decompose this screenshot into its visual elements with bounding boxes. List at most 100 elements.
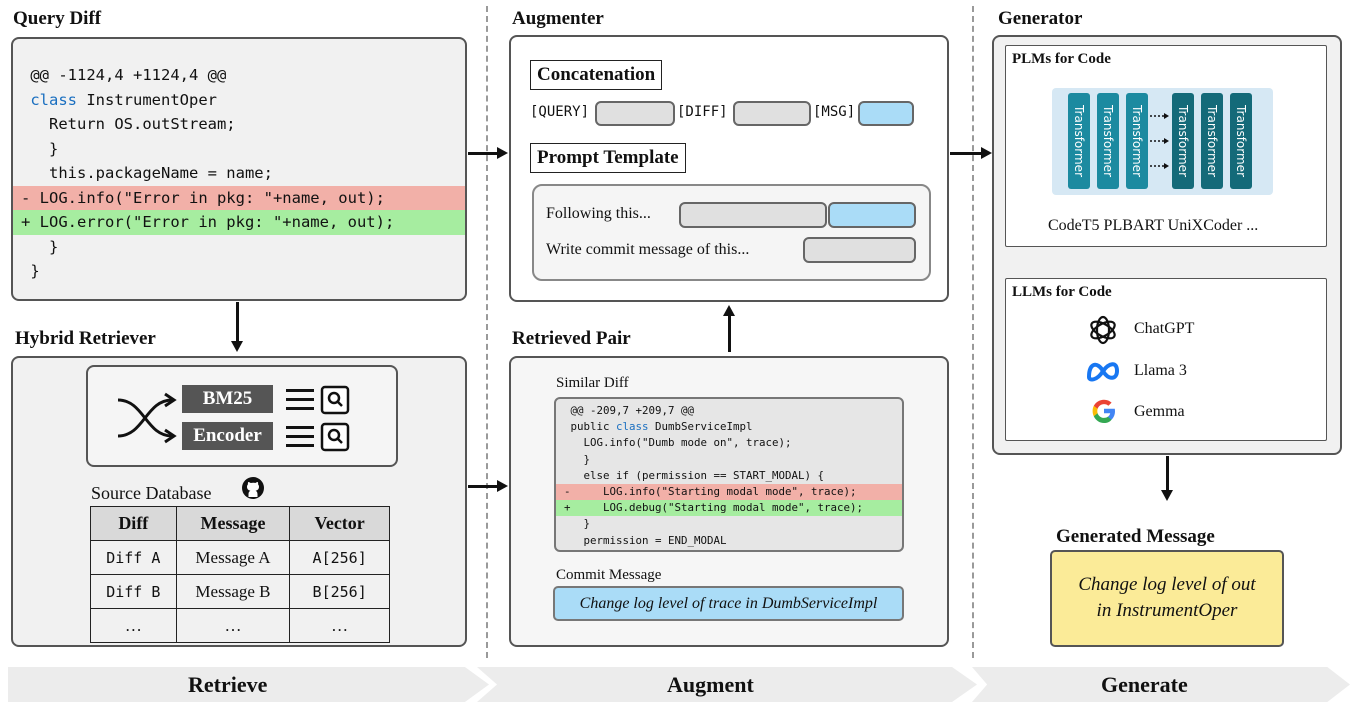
arrow-augmenter-generator-head — [981, 147, 992, 159]
prompt-line-2: Write commit message of this... — [546, 241, 750, 258]
separator-2 — [972, 6, 974, 658]
llms-box — [1005, 278, 1327, 441]
diff-slot — [733, 101, 811, 126]
code-line: class InstrumentOper — [30, 90, 217, 109]
generated-message-title: Generated Message — [1056, 526, 1215, 547]
transformer-block: Transformer — [1230, 93, 1252, 189]
prompt-box — [532, 184, 931, 281]
chatgpt-icon — [1090, 315, 1116, 345]
retriever-methods-box: BM25 Encoder — [86, 365, 398, 467]
arrow-pair-augmenter — [728, 315, 731, 352]
code-line: public class DumbServiceImpl — [570, 420, 753, 434]
code-line: } — [30, 262, 40, 280]
generated-message-line-1: Change log level of out — [1078, 574, 1256, 595]
table-cell: Diff B — [90, 574, 177, 609]
code-line: this.packageName = name; — [30, 164, 273, 182]
code-line: } — [30, 237, 59, 256]
stage-label-generate: Generate — [1101, 672, 1188, 697]
separator-1 — [486, 6, 488, 658]
augmenter-title: Augmenter — [512, 8, 604, 29]
llm-item-llama: Llama 3 — [1134, 362, 1187, 379]
arrow-retriever-pair-head — [497, 480, 508, 492]
commit-message-box: Change log level of trace in DumbService… — [553, 586, 904, 621]
table-cell: Message B — [175, 574, 291, 609]
query-slot — [595, 101, 675, 126]
prompt-msg-slot — [828, 202, 916, 228]
llm-item-gemma: Gemma — [1134, 403, 1185, 420]
prompt-query-slot — [803, 237, 916, 263]
code-line: @@ -209,7 +209,7 @@ — [570, 404, 695, 417]
table-header: Vector — [289, 506, 390, 541]
arrow-qd-retriever-head — [231, 341, 243, 352]
table-cell: Diff A — [90, 540, 177, 575]
similar-diff-label: Similar Diff — [556, 375, 629, 391]
transformer-block: Transformer — [1201, 93, 1223, 189]
stage-banner-generate — [972, 667, 1350, 702]
arrow-qd-augmenter — [468, 152, 498, 155]
arrow-augmenter-generator — [950, 152, 982, 155]
google-icon — [1092, 399, 1115, 423]
transformer-stack: Transformer Transformer Transformer Tran… — [1052, 88, 1273, 195]
prompt-line-1: Following this... — [546, 205, 651, 222]
stage-banner-retrieve — [8, 667, 489, 702]
table-cell: … — [90, 608, 177, 643]
arrow-qd-retriever — [236, 302, 239, 342]
table-row: Diff A Message A A[256] — [90, 540, 390, 575]
prompt-diff-slot — [679, 202, 827, 228]
msg-tag: [MSG] — [813, 104, 856, 120]
plms-list: CodeT5 PLBART UniXCoder ... — [1048, 217, 1259, 234]
arrow-qd-augmenter-head — [497, 147, 508, 159]
source-database-label: Source Database — [91, 483, 212, 503]
transformer-block: Transformer — [1126, 93, 1148, 189]
generator-title: Generator — [998, 8, 1083, 29]
diff-tag: [DIFF] — [677, 104, 728, 120]
search-list-icon — [286, 385, 350, 415]
query-diff-title: Query Diff — [13, 8, 102, 29]
transformer-block: Transformer — [1097, 93, 1119, 189]
arrow-generator-output-head — [1161, 490, 1173, 501]
transformer-block: Transformer — [1068, 93, 1090, 189]
stage-banner-augment — [477, 667, 977, 702]
github-icon — [242, 477, 264, 499]
code-line: LOG.info("Dumb mode on", trace); — [570, 436, 792, 450]
query-diff-code: @@ -1124,4 +1124,4 @@ class InstrumentOp… — [13, 63, 465, 285]
code-line: + LOG.debug("Starting modal mode", trace… — [556, 500, 902, 517]
concatenation-label: Concatenation — [530, 60, 663, 90]
search-list-icon — [286, 422, 350, 452]
table-header: Diff — [90, 506, 177, 541]
code-line: } — [570, 452, 591, 466]
arrow-pair-augmenter-head — [723, 305, 735, 316]
similar-diff-code: @@ -209,7 +209,7 @@ public class DumbSer… — [556, 403, 902, 550]
table-header: Message — [175, 506, 291, 541]
commit-message-label: Commit Message — [556, 567, 662, 583]
generated-message-line-2: in InstrumentOper — [1096, 600, 1238, 621]
source-database-table: Diff Message Vector Diff A Message A A[2… — [90, 506, 390, 643]
msg-slot — [858, 101, 914, 126]
llms-title: LLMs for Code — [1012, 284, 1112, 300]
table-row: … … … — [90, 608, 390, 643]
code-line: else if (permission == START_MODAL) { — [570, 468, 825, 482]
code-line: } — [570, 517, 591, 531]
code-line: - LOG.info("Error in pkg: "+name, out); — [13, 185, 465, 210]
encoder-label: Encoder — [182, 422, 273, 450]
meta-icon — [1086, 362, 1120, 382]
bm25-label: BM25 — [182, 385, 273, 413]
table-cell: … — [175, 608, 291, 643]
generated-message-box: Change log level of out in InstrumentOpe… — [1050, 550, 1284, 647]
code-line: @@ -1124,4 +1124,4 @@ — [30, 66, 227, 84]
retrieved-pair-title: Retrieved Pair — [512, 328, 631, 349]
plms-title: PLMs for Code — [1012, 51, 1111, 67]
query-tag: [QUERY] — [530, 104, 590, 120]
code-line: Return OS.outStream; — [30, 115, 236, 133]
stage-label-augment: Augment — [667, 672, 754, 697]
shuffle-icon — [117, 392, 177, 444]
llm-item-chatgpt: ChatGPT — [1134, 320, 1195, 337]
transformer-block: Transformer — [1172, 93, 1194, 189]
similar-diff-code-box: @@ -209,7 +209,7 @@ public class DumbSer… — [554, 397, 904, 552]
table-cell: Message A — [175, 540, 291, 575]
code-line: + LOG.error("Error in pkg: "+name, out); — [13, 210, 465, 235]
code-line: - LOG.info("Starting modal mode", trace)… — [556, 484, 902, 501]
dotted-arrows — [1150, 113, 1169, 169]
table-cell: B[256] — [289, 574, 390, 609]
table-cell: A[256] — [289, 540, 390, 575]
